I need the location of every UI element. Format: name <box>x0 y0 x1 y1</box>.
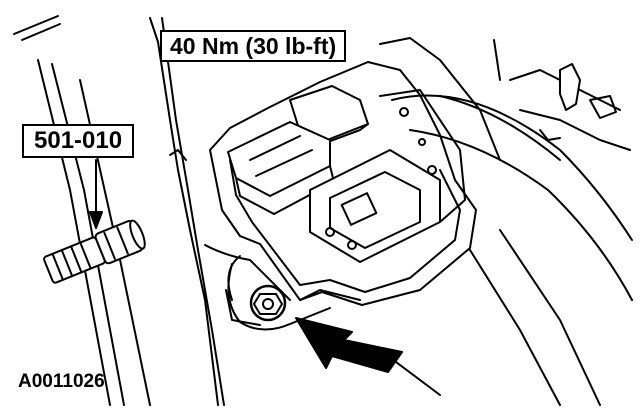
tool-pointer-arrow <box>89 159 103 229</box>
housing-block <box>227 85 369 215</box>
tool-number-callout: 501-010 <box>22 124 135 158</box>
connector-body <box>309 89 466 263</box>
torque-spec-callout: 40 Nm (30 lb-ft) <box>160 30 347 62</box>
figure-id-label: A0011026 <box>18 371 105 392</box>
bolt-location-arrow <box>295 317 403 373</box>
torx-bit-tool <box>43 219 146 284</box>
panel-edge-lines <box>37 17 225 406</box>
right-side-component <box>379 37 631 406</box>
hatch-marks <box>13 15 61 41</box>
lower-mount <box>227 263 361 331</box>
wiring-harness <box>391 94 633 301</box>
bolt <box>249 284 287 322</box>
